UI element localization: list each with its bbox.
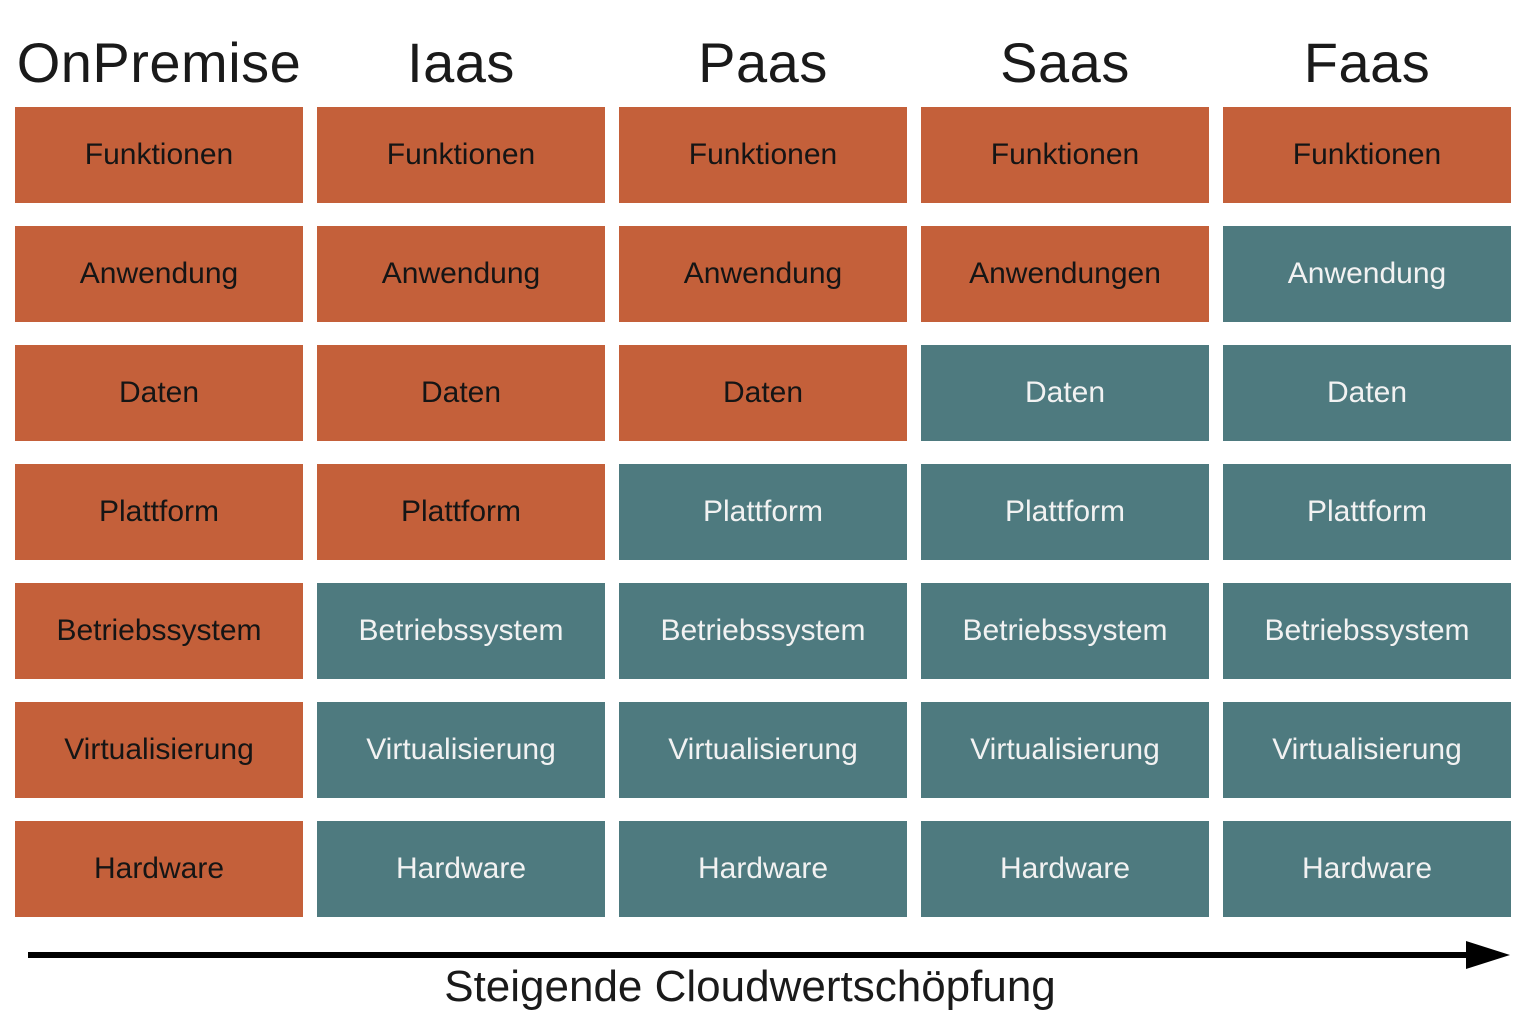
column-faas: Faas Funktionen Anwendung Daten Plattfor… — [1223, 18, 1511, 917]
cell-iaas-plattform: Plattform — [317, 464, 605, 560]
column-saas: Saas Funktionen Anwendungen Daten Plattf… — [921, 18, 1209, 917]
cell-paas-hardware: Hardware — [619, 821, 907, 917]
column-iaas: Iaas Funktionen Anwendung Daten Plattfor… — [317, 18, 605, 917]
cell-paas-daten: Daten — [619, 345, 907, 441]
cell-iaas-virtualisierung: Virtualisierung — [317, 702, 605, 798]
cell-faas-virtualisierung: Virtualisierung — [1223, 702, 1511, 798]
cell-faas-hardware: Hardware — [1223, 821, 1511, 917]
right-arrow-icon — [28, 941, 1510, 969]
increasing-value-arrow — [28, 940, 1510, 970]
cell-iaas-daten: Daten — [317, 345, 605, 441]
cell-iaas-anwendung: Anwendung — [317, 226, 605, 322]
cell-paas-plattform: Plattform — [619, 464, 907, 560]
cell-saas-anwendungen: Anwendungen — [921, 226, 1209, 322]
service-model-grid: OnPremise Funktionen Anwendung Daten Pla… — [15, 18, 1511, 917]
column-header-onpremise: OnPremise — [16, 31, 302, 94]
cell-saas-plattform: Plattform — [921, 464, 1209, 560]
cell-onpremise-virtualisierung: Virtualisierung — [15, 702, 303, 798]
column-paas: Paas Funktionen Anwendung Daten Plattfor… — [619, 18, 907, 917]
cell-iaas-betriebssystem: Betriebssystem — [317, 583, 605, 679]
cell-paas-virtualisierung: Virtualisierung — [619, 702, 907, 798]
cell-saas-funktionen: Funktionen — [921, 107, 1209, 203]
cell-paas-betriebssystem: Betriebssystem — [619, 583, 907, 679]
cell-saas-hardware: Hardware — [921, 821, 1209, 917]
cell-onpremise-betriebssystem: Betriebssystem — [15, 583, 303, 679]
arrow-caption: Steigende Cloudwertschöpfung — [444, 962, 1056, 1011]
cell-faas-funktionen: Funktionen — [1223, 107, 1511, 203]
cell-saas-betriebssystem: Betriebssystem — [921, 583, 1209, 679]
cell-faas-betriebssystem: Betriebssystem — [1223, 583, 1511, 679]
cell-iaas-funktionen: Funktionen — [317, 107, 605, 203]
cell-faas-daten: Daten — [1223, 345, 1511, 441]
column-cells-paas: Funktionen Anwendung Daten Plattform Bet… — [619, 107, 907, 917]
cell-faas-plattform: Plattform — [1223, 464, 1511, 560]
cell-onpremise-daten: Daten — [15, 345, 303, 441]
column-header-paas: Paas — [698, 31, 828, 94]
column-header-faas: Faas — [1303, 31, 1431, 94]
column-cells-saas: Funktionen Anwendungen Daten Plattform B… — [921, 107, 1209, 917]
column-cells-onpremise: Funktionen Anwendung Daten Plattform Bet… — [15, 107, 303, 917]
column-cells-faas: Funktionen Anwendung Daten Plattform Bet… — [1223, 107, 1511, 917]
cell-faas-anwendung: Anwendung — [1223, 226, 1511, 322]
column-header-iaas: Iaas — [407, 31, 515, 94]
cell-iaas-hardware: Hardware — [317, 821, 605, 917]
cell-paas-funktionen: Funktionen — [619, 107, 907, 203]
column-onpremise: OnPremise Funktionen Anwendung Daten Pla… — [15, 18, 303, 917]
cell-onpremise-anwendung: Anwendung — [15, 226, 303, 322]
cell-onpremise-funktionen: Funktionen — [15, 107, 303, 203]
cell-saas-virtualisierung: Virtualisierung — [921, 702, 1209, 798]
cell-onpremise-hardware: Hardware — [15, 821, 303, 917]
cell-paas-anwendung: Anwendung — [619, 226, 907, 322]
column-header-saas: Saas — [1000, 31, 1130, 94]
cell-onpremise-plattform: Plattform — [15, 464, 303, 560]
cell-saas-daten: Daten — [921, 345, 1209, 441]
column-cells-iaas: Funktionen Anwendung Daten Plattform Bet… — [317, 107, 605, 917]
